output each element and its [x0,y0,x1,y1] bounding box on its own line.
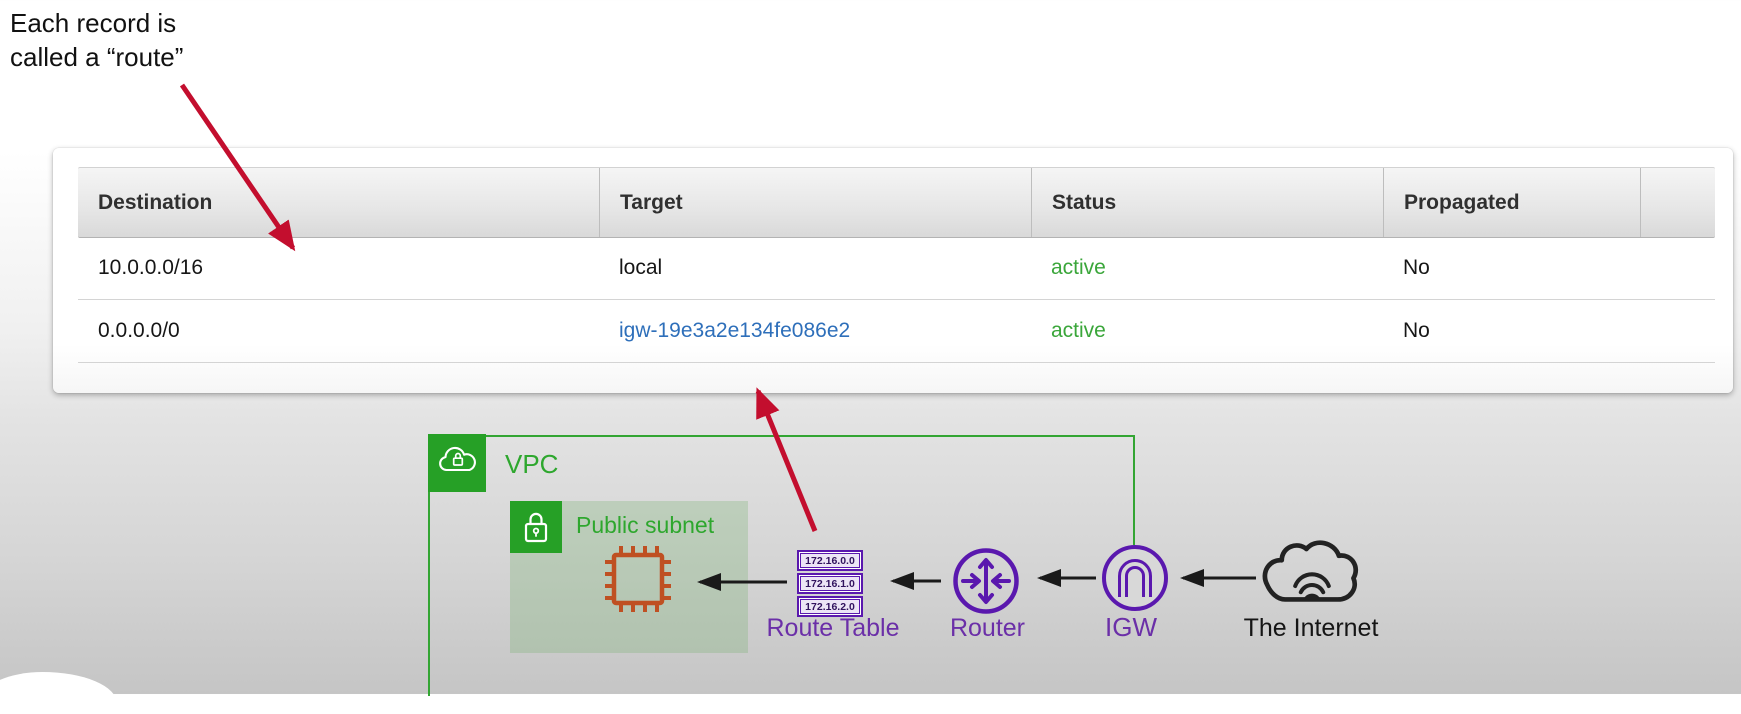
subnet-lock-icon [510,501,562,553]
col-header-propagated: Propagated [1383,168,1640,237]
cell-status: active [1051,256,1106,279]
cell-target: local [619,256,663,279]
col-header-destination: Destination [98,190,213,214]
route-table-icon-entry: 172.16.2.0 [797,596,863,617]
igw-icon [1102,545,1168,611]
cell-destination: 10.0.0.0/16 [98,256,204,279]
route-row-igw: 0.0.0.0/0 igw-19e3a2e134fe086e2 active N… [78,300,1715,363]
route-table-icon-entry: 172.16.0.0 [797,550,863,571]
annotation-line-2: called a “route” [10,42,184,72]
igw-label: IGW [1105,612,1157,642]
router-icon [953,548,1019,614]
cell-propagated: No [1403,319,1430,342]
col-header-target: Target [599,168,1031,237]
white-blob-artifact [0,672,117,714]
vpc-cloud-lock-icon [428,434,486,492]
col-header-spacer [1640,168,1715,237]
vpc-label: VPC [505,449,559,479]
subnet-label: Public subnet [576,512,715,538]
cell-propagated: No [1403,256,1430,279]
slide-canvas: Each record is called a “route” Destinat… [10,6,1733,696]
cell-destination: 0.0.0.0/0 [98,319,180,342]
route-table-header-row: Destination Target Status Propagated [78,167,1715,238]
route-table-panel: Destination Target Status Propagated 10.… [53,148,1733,393]
route-table-icon-entry: 172.16.1.0 [797,573,863,594]
igw-target-link[interactable]: igw-19e3a2e134fe086e2 [619,319,851,342]
instance-chip-icon [605,546,671,612]
col-header-status: Status [1031,168,1383,237]
router-label: Router [949,614,1026,642]
annotation-text: Each record is called a “route” [10,6,183,74]
vpc-box-right-border [1133,435,1135,545]
route-row-local: 10.0.0.0/16 local active No [78,237,1715,300]
route-table-icon: 172.16.0.0 172.16.1.0 172.16.2.0 [797,550,863,619]
cell-status: active [1051,319,1106,342]
route-table-label: Route Table [766,614,900,642]
annotation-line-1: Each record is [10,8,177,38]
internet-label: The Internet [1243,614,1379,642]
internet-cloud-icon [1262,540,1359,602]
